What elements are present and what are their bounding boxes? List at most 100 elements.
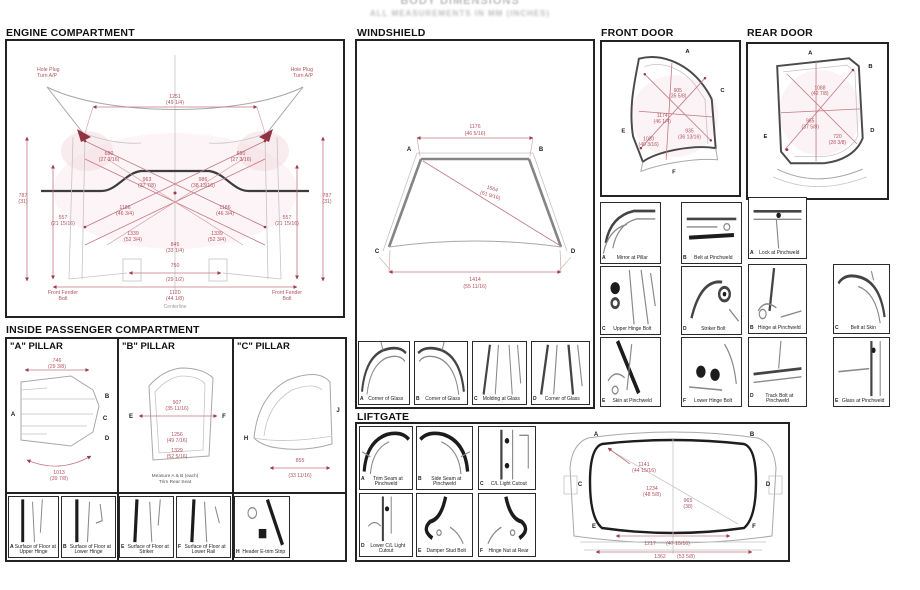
windshield-title: WINDSHIELD [357,27,426,39]
svg-text:F: F [222,414,226,420]
svg-text:D: D [571,249,576,255]
b-pillar-diagram: 907 (35 11/16) 1256 (49 7/16) 1329 (52 5… [129,367,226,461]
svg-text:F: F [752,524,756,530]
svg-text:(31): (31) [18,199,27,205]
hole-plug-label-right: Hole Plug [291,67,314,73]
svg-text:955: 955 [806,118,815,124]
svg-text:1013: 1013 [53,470,65,476]
svg-text:(46 3/4): (46 3/4) [216,211,234,217]
rear-door-title: REAR DOOR [747,27,813,39]
svg-text:C: C [375,249,380,255]
front-door-diagram: 905 (35 5/8) 1174 (46 1/4) 935 (36 13/16… [621,49,725,175]
svg-text:1186: 1186 [119,205,130,211]
svg-text:B: B [868,64,872,70]
svg-text:(52 5/16): (52 5/16) [167,454,188,460]
svg-text:J: J [336,408,339,414]
svg-text:Bolt: Bolt [59,296,68,302]
svg-text:1339: 1339 [127,231,139,237]
svg-text:(47 15/16): (47 15/16) [666,541,690,547]
svg-text:Turn A/P: Turn A/P [293,73,314,79]
engine-compartment-title: ENGINE COMPARTMENT [6,27,135,39]
svg-text:963: 963 [143,177,152,183]
svg-text:905: 905 [674,88,683,94]
svg-text:B: B [539,147,544,153]
svg-text:750: 750 [171,263,180,269]
svg-text:1186: 1186 [219,205,230,211]
windshield-diagram: 1176 (46 5/16) 1564 (61 9/16) 1414 (55 1… [375,124,576,290]
svg-text:Bolt: Bolt [283,296,292,302]
svg-text:1088: 1088 [814,85,825,91]
svg-text:907: 907 [173,400,182,406]
page-header-line2: ALL MEASUREMENTS IN MM (INCHES) [369,9,551,18]
svg-text:(52 3/4): (52 3/4) [208,237,226,243]
svg-text:Turn A/P: Turn A/P [37,73,58,79]
liftgate-title: LIFTGATE [357,411,410,423]
svg-text:A: A [594,432,599,438]
svg-text:A: A [11,412,16,418]
svg-text:986: 986 [199,177,208,183]
svg-text:D: D [766,482,771,488]
c-pillar-title: "C" PILLAR [237,341,290,352]
svg-text:(21 15/16): (21 15/16) [51,221,75,227]
svg-text:1564: 1564 [486,185,499,194]
b-pillar-title: "B" PILLAR [122,341,175,352]
svg-text:1339: 1339 [211,231,223,237]
svg-text:B: B [750,432,755,438]
svg-text:E: E [764,134,768,140]
svg-text:935: 935 [685,129,694,135]
engine-compartment-diagram: Hole Plug Turn A/P Hole Plug Turn A/P 12… [18,55,332,310]
svg-text:1234: 1234 [646,486,658,492]
svg-text:(52 3/4): (52 3/4) [124,237,142,243]
svg-text:A: A [685,49,690,55]
svg-text:(55 11/16): (55 11/16) [463,284,487,290]
svg-text:(40 3/16): (40 3/16) [639,142,660,148]
svg-text:1329: 1329 [171,448,183,454]
svg-text:(29 3/8): (29 3/8) [48,364,66,370]
engine-compartment-box: Hole Plug Turn A/P Hole Plug Turn A/P 12… [5,39,345,318]
svg-text:965: 965 [684,498,693,504]
svg-text:(61 9/16): (61 9/16) [479,190,501,202]
svg-text:1120: 1120 [169,290,180,296]
svg-text:C: C [578,482,583,488]
svg-text:F: F [672,169,676,175]
svg-text:(53 5/8): (53 5/8) [677,554,695,560]
svg-text:B: B [105,394,110,400]
pillar-divider-1 [117,337,119,562]
svg-text:1174: 1174 [657,113,668,119]
svg-text:787: 787 [19,193,28,199]
front-door-box: 905 (35 5/8) 1174 (46 1/4) 935 (36 13/16… [600,40,741,197]
svg-text:1141: 1141 [638,462,649,468]
svg-text:(48 5/8): (48 5/8) [643,492,661,498]
svg-text:(31): (31) [322,199,331,205]
svg-text:690: 690 [105,151,114,157]
svg-text:855: 855 [296,458,305,464]
svg-text:(33 1/4): (33 1/4) [166,248,184,254]
svg-text:(36 13/16): (36 13/16) [678,134,701,140]
svg-text:(44 1/8): (44 1/8) [166,296,184,302]
liftgate-diagram: 1141 (44 15/16) 1234 (48 5/8) 965 (38) 1… [563,431,783,560]
svg-text:(44 15/16): (44 15/16) [632,468,656,474]
svg-text:557: 557 [283,215,292,221]
svg-text:E: E [621,129,625,135]
svg-text:H: H [244,436,248,442]
svg-text:(33 11/16): (33 11/16) [288,473,312,479]
